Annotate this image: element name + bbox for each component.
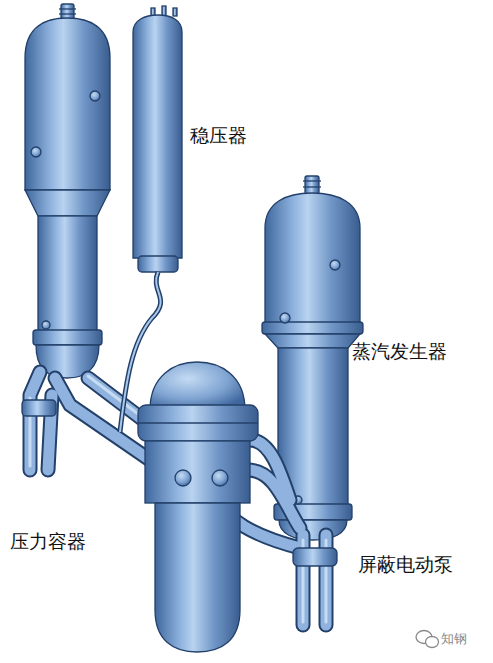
part-label: 蒸汽发生器: [352, 340, 447, 363]
watermark: 知钢: [441, 631, 467, 647]
watermark-icon: [416, 631, 439, 648]
pressurizer: [133, 6, 182, 272]
part-label: 压力容器: [10, 530, 86, 553]
pressure-vessel: [138, 362, 258, 652]
left-steam-generator: [25, 4, 110, 378]
part-label: 屏蔽电动泵: [358, 553, 453, 576]
part-label: 稳压器: [190, 124, 247, 147]
